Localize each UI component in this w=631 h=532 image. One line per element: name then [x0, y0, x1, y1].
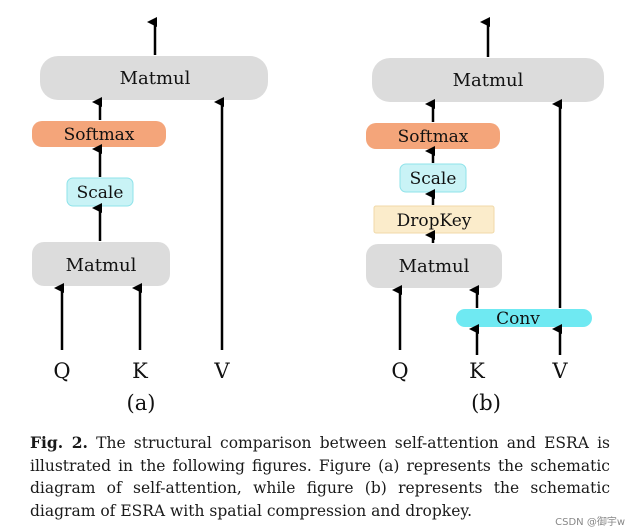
- caption-text: The structural comparison between self-a…: [30, 434, 610, 520]
- softmax-label-a: Softmax: [64, 125, 135, 145]
- panel-b: Matmul Softmax Scale DropKey Matmul Conv…: [366, 17, 604, 415]
- q-label-b: Q: [391, 359, 408, 383]
- k-label-a: K: [132, 359, 148, 383]
- matmul-top-label-a: Matmul: [120, 68, 191, 89]
- k-label-b: K: [469, 359, 485, 383]
- conv-box-b: [456, 309, 592, 327]
- figure-label: Fig. 2.: [30, 433, 88, 452]
- scale-label-a: Scale: [77, 183, 124, 203]
- figure-caption: Fig. 2. The structural comparison betwee…: [30, 432, 610, 522]
- q-label-a: Q: [53, 359, 70, 383]
- v-label-b: V: [551, 359, 568, 383]
- attention-comparison-diagram: Matmul Softmax Scale Matmul Q K V (a) Ma…: [32, 17, 604, 415]
- matmul-top-box-a: [40, 56, 268, 100]
- matmul-bottom-box-b: [366, 244, 502, 288]
- matmul-top-box-b: [372, 58, 604, 102]
- conv-label-b: Conv: [496, 309, 540, 329]
- matmul-top-label-b: Matmul: [453, 70, 524, 91]
- softmax-label-b: Softmax: [398, 127, 469, 147]
- softmax-box-b: [366, 123, 500, 149]
- panel-a: Matmul Softmax Scale Matmul Q K V (a): [32, 17, 268, 415]
- softmax-box-a: [32, 121, 166, 147]
- panel-label-a: (a): [127, 391, 156, 415]
- matmul-bottom-box-a: [32, 242, 170, 286]
- matmul-bottom-label-b: Matmul: [399, 256, 470, 277]
- dropkey-label-b: DropKey: [397, 211, 472, 231]
- watermark: CSDN @御宇w: [555, 517, 625, 528]
- v-label-a: V: [213, 359, 230, 383]
- panel-label-b: (b): [471, 391, 501, 415]
- scale-label-b: Scale: [410, 169, 457, 189]
- matmul-bottom-label-a: Matmul: [66, 255, 137, 276]
